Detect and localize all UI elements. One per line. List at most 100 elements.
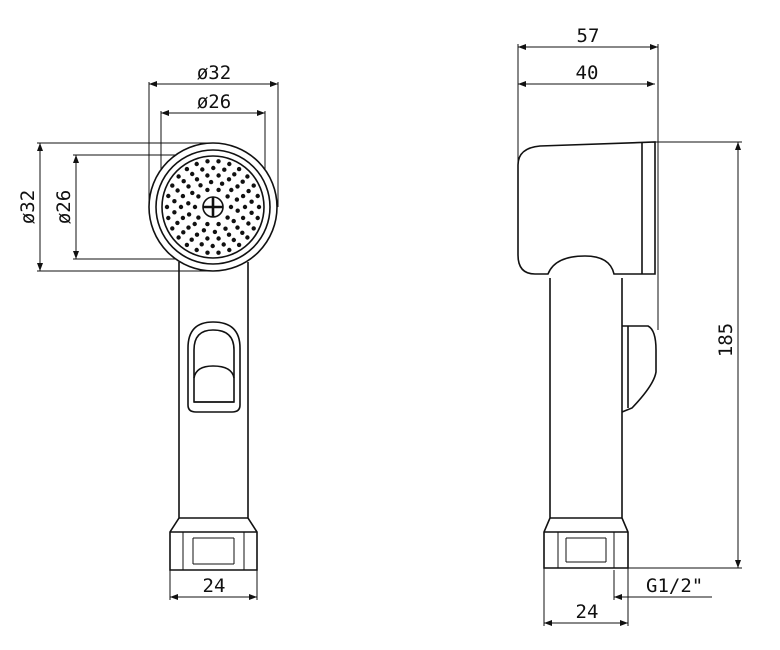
dim-front-inner-dia-side: ø26 [53,154,175,260]
dim-side-head-depth: 40 [518,62,655,87]
spray-hole [231,218,236,224]
spray-hole [240,230,245,235]
spray-hole [172,199,177,204]
spray-hole [235,184,240,189]
spray-hole [234,197,240,202]
spray-hole [186,212,192,217]
spray-hole [186,184,191,189]
spray-hole [231,237,236,243]
spray-hole [166,193,171,199]
dim-front-outer-dia-side: ø32 [17,142,213,272]
dim-side-bottom-width: 24 [543,568,629,626]
side-handle-body [543,278,629,569]
spray-hole [216,159,221,164]
trigger-window-outer [187,321,241,413]
spray-hole [251,183,256,188]
spray-hole [240,179,245,184]
spray-hole [211,165,216,171]
spray-hole [210,243,215,249]
spray-hole [194,177,200,182]
spray-hole [245,174,250,179]
spray-holes [164,159,262,255]
spray-hole [208,179,214,185]
spray-hole [216,236,221,241]
spray-hole [176,235,181,240]
spray-hole [205,187,210,193]
dim-front-outer-dia-side-label: ø32 [17,190,39,224]
spray-hole [196,194,201,199]
dim-side-head-depth-label: 40 [576,62,599,84]
spray-hole [235,208,240,213]
spray-hole [240,193,246,199]
spray-hole [205,159,210,164]
spray-hole [216,221,221,227]
spray-hole [205,221,210,227]
spray-hole [175,188,180,193]
spray-hole [246,221,251,226]
spray-hole [249,210,254,215]
spray-hole [181,179,186,184]
dim-side-thread-label: G1/2" [646,575,703,597]
spray-hole [164,204,170,210]
spray-hole [240,215,246,221]
spray-hole [205,250,210,255]
spray-hole [256,204,262,210]
spray-hole [223,226,228,231]
spray-hole [249,199,254,204]
spray-hole [178,204,184,210]
spray-hole [228,204,234,210]
trigger-window-inner [193,329,235,403]
front-head-inner-circle [161,155,265,259]
dim-side-total-depth-label: 57 [577,25,600,47]
spray-hole [232,172,237,177]
spray-hole [190,171,195,177]
spray-hole [170,183,175,188]
dim-side-thread: G1/2" [613,570,712,600]
spray-hole [198,183,203,188]
spray-hole [189,237,194,242]
spray-hole [255,193,260,199]
spray-hole [180,193,186,199]
spray-hole [194,232,200,237]
spray-hole [184,242,190,248]
spray-hole [251,226,256,231]
spray-hole [205,173,210,178]
spray-hole [212,229,218,235]
spray-hole [194,247,199,253]
spray-hole [201,228,207,233]
dim-front-inner-dia-side-label: ø26 [53,190,75,224]
spray-hole [227,247,232,253]
front-head-ring [155,149,271,265]
spray-hole [199,242,204,247]
side-head [517,141,656,275]
dim-front-bottom-width-label: 24 [203,575,226,597]
spray-hole [225,215,230,220]
spray-hole [181,230,186,235]
spray-hole [196,215,201,220]
dim-front-inner-dia-top: ø26 [160,91,266,170]
spray-hole [200,167,205,172]
spray-hole [166,215,171,221]
spray-hole [255,215,260,221]
spray-hole [192,221,197,227]
spray-hole [175,220,180,226]
dim-side-height-label: 185 [715,323,737,357]
spray-hole [186,201,191,206]
spray-hole [216,187,221,193]
side-view: 57 40 185 G1/2" 24 [517,25,742,626]
spray-hole [235,225,240,230]
spray-hole [170,226,175,231]
front-handle-body [169,262,258,571]
trigger-lever [193,365,235,379]
side-trigger-lever [621,325,657,413]
front-view: ø32 ø26 ø32 ø26 [17,62,279,600]
spray-hole [184,166,190,172]
dim-front-outer-dia-top-label: ø32 [197,62,231,84]
spray-hole [186,225,191,230]
spray-hole [205,236,210,241]
spray-hole [194,161,199,167]
spray-hole [236,242,242,248]
dim-side-bottom-width-label: 24 [576,601,599,623]
